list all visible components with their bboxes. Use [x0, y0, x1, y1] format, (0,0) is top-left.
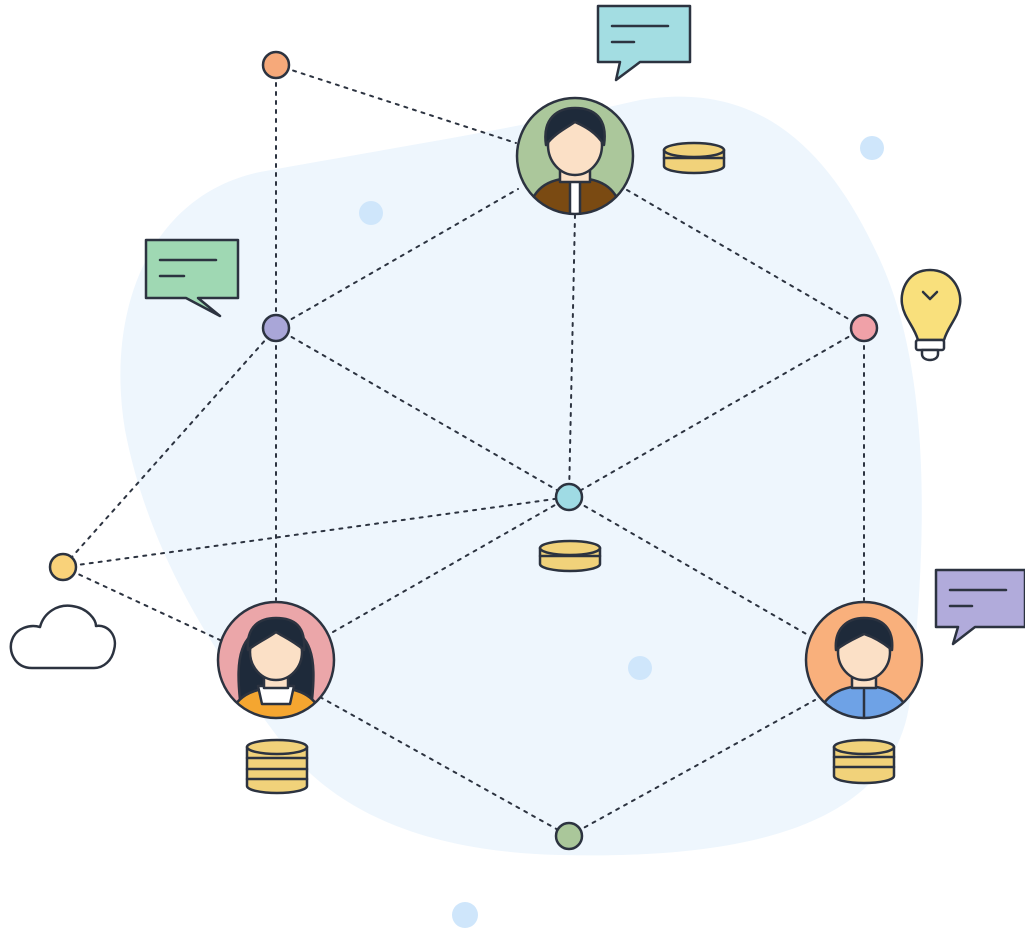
connection-lines	[62, 64, 865, 837]
right-node	[849, 313, 879, 343]
connection-line	[62, 566, 221, 641]
connection-line	[62, 496, 570, 568]
coin-stack-icon	[662, 141, 726, 175]
chat-bubble-icon	[144, 238, 240, 318]
connection-line	[275, 64, 517, 144]
decorative-dot	[452, 902, 478, 928]
connection-line	[568, 496, 809, 636]
connection-line	[275, 327, 570, 498]
coin-stack-icon	[538, 539, 602, 573]
connection-line	[568, 699, 816, 837]
left-node	[261, 313, 291, 343]
decorative-dot	[628, 656, 652, 680]
avatar	[515, 96, 635, 216]
connection-line	[319, 696, 570, 837]
coin-stack-icon	[245, 738, 309, 795]
bottom-node	[554, 821, 584, 851]
decorative-dots	[359, 136, 884, 928]
decorative-dot	[860, 136, 884, 160]
connection-line	[568, 214, 576, 498]
connection-line	[568, 327, 865, 498]
coin-stack-icon	[832, 738, 896, 785]
chat-bubble-icon	[934, 568, 1025, 646]
connection-line	[275, 188, 519, 329]
lightbulb-icon	[900, 268, 962, 362]
top-left-node	[261, 50, 291, 80]
chat-bubble-icon	[596, 4, 692, 82]
cloud-icon	[9, 604, 117, 670]
background-blob	[120, 96, 922, 856]
connection-line	[62, 327, 277, 568]
network-nodes	[48, 50, 879, 851]
far-left-node	[48, 552, 78, 582]
decorative-dot	[359, 201, 383, 225]
center-node	[554, 482, 584, 512]
connection-line	[332, 496, 570, 633]
connection-line	[626, 189, 865, 329]
